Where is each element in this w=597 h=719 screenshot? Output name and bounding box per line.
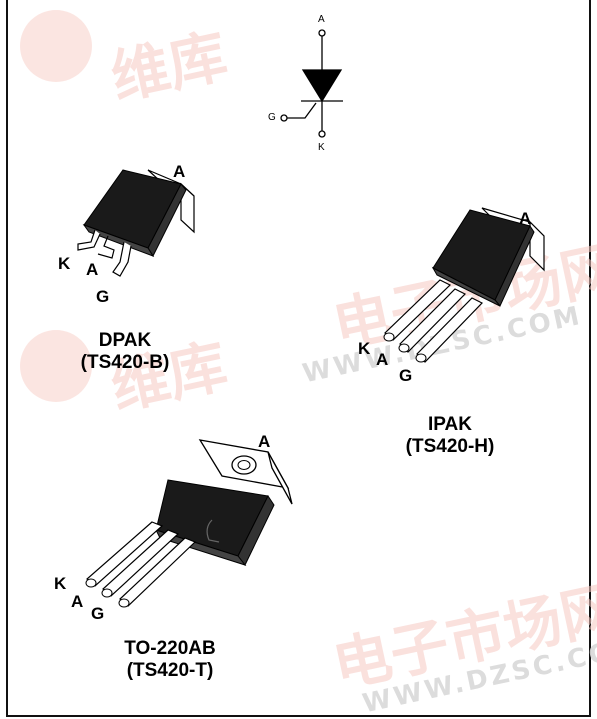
scr-symbol — [280, 29, 343, 138]
to220-part: (TS420-T) — [126, 660, 214, 681]
symbol-cathode-label: K — [318, 142, 325, 153]
watermark-logo — [20, 330, 92, 402]
to220-pin-g-label: G — [91, 604, 105, 623]
dpak-pin-tab-label: A — [173, 162, 186, 181]
symbol-anode-label: A — [318, 14, 325, 25]
to220-pin-tab-label: A — [258, 432, 271, 451]
watermark-logo — [20, 10, 92, 82]
dpak-package — [77, 169, 195, 277]
ipak-pin-g-label: G — [399, 366, 413, 385]
to220-name: TO-220AB — [124, 638, 216, 659]
dpak-label: DPAK (TS420-B) — [60, 330, 190, 374]
symbol-gate-label: G — [268, 112, 276, 123]
to220-package — [85, 439, 293, 608]
ipak-label: IPAK (TS420-H) — [385, 414, 515, 458]
dpak-name: DPAK — [98, 330, 152, 351]
ipak-part: (TS420-H) — [405, 436, 495, 457]
to220-pin-k-label: K — [54, 574, 67, 593]
to220-label: TO-220AB (TS420-T) — [95, 638, 245, 682]
dpak-pin-k-label: K — [58, 254, 71, 273]
ipak-pin-k-label: K — [358, 339, 371, 358]
to220-pin-a-label: A — [71, 592, 84, 611]
dpak-pin-g-label: G — [96, 287, 110, 306]
dpak-part: (TS420-B) — [80, 352, 170, 373]
ipak-pin-a-label: A — [376, 350, 389, 369]
ipak-pin-tab-label: A — [519, 209, 532, 228]
ipak-name: IPAK — [428, 414, 472, 435]
dpak-pin-a-label: A — [86, 260, 99, 279]
ipak-package — [383, 207, 545, 363]
figure-frame — [6, 0, 591, 717]
